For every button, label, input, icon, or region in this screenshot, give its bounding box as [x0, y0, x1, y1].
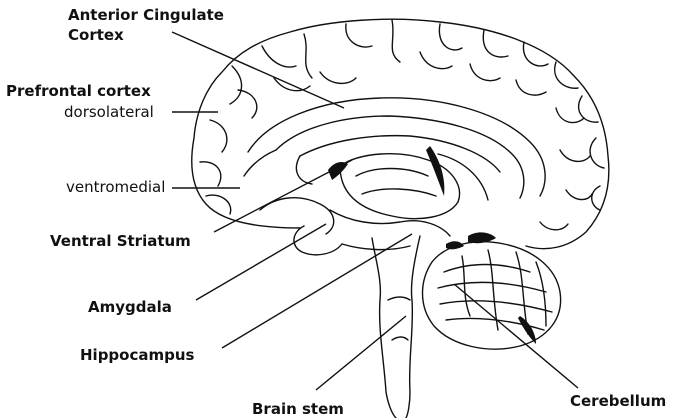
leader-cerebellum — [454, 284, 578, 388]
cingulate-gyrus — [248, 98, 545, 196]
label-anterior-cingulate-line1: Anterior Cingulate — [68, 6, 224, 24]
label-dorsolateral: dorsolateral — [64, 103, 154, 121]
leader-brain-stem — [316, 316, 406, 390]
label-amygdala: Amygdala — [88, 298, 172, 316]
corpus-callosum-upper — [276, 116, 524, 198]
brain-outline — [192, 19, 609, 248]
leader-amygdala — [196, 224, 326, 300]
label-prefrontal-cortex: Prefrontal cortex — [6, 82, 151, 100]
label-anterior-cingulate-line2: Cortex — [68, 26, 124, 44]
label-brain-stem: Brain stem — [252, 400, 344, 418]
leader-hippocampus — [222, 234, 412, 348]
brain-stem-outline-right — [406, 236, 420, 418]
label-cerebellum: Cerebellum — [570, 392, 666, 410]
label-ventral-striatum: Ventral Striatum — [50, 232, 191, 250]
cerebellum-outline — [423, 242, 561, 349]
label-ventromedial: ventromedial — [66, 178, 165, 196]
label-hippocampus: Hippocampus — [80, 346, 194, 364]
leader-ventral-striatum — [214, 160, 352, 232]
